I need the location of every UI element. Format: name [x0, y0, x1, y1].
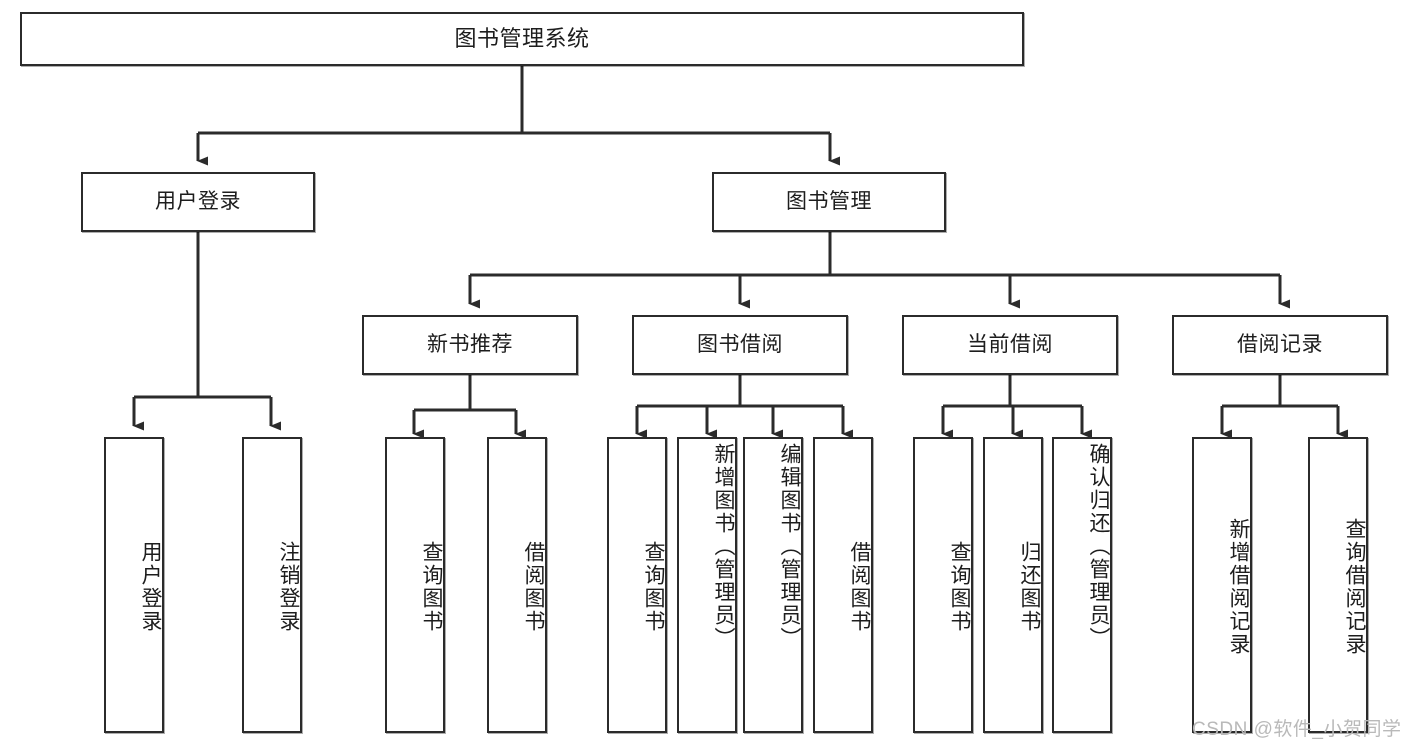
node-leaf-user-login[interactable]: 用户登录 — [104, 437, 164, 733]
node-leaf-query-book-borrow[interactable]: 查询图书 — [607, 437, 667, 733]
node-book-borrow[interactable]: 图书借阅 — [632, 315, 848, 375]
csdn-watermark: CSDN @软件_小贺同学 — [1192, 719, 1402, 740]
node-leaf-query-borrow-record[interactable]: 查询借阅记录 — [1308, 437, 1368, 733]
node-leaf-borrow-book-recommend[interactable]: 借阅图书 — [487, 437, 547, 733]
node-label: 新增图书（管理员） — [712, 443, 735, 650]
node-book-management[interactable]: 图书管理 — [712, 172, 946, 232]
node-leaf-borrow-book[interactable]: 借阅图书 — [813, 437, 873, 733]
node-leaf-add-book-admin[interactable]: 新增图书（管理员） — [677, 437, 737, 733]
node-label: 查询图书 — [948, 541, 971, 633]
node-borrow-record[interactable]: 借阅记录 — [1172, 315, 1388, 375]
node-label: 注销登录 — [277, 541, 300, 633]
node-leaf-confirm-return-admin[interactable]: 确认归还（管理员） — [1052, 437, 1112, 733]
node-leaf-query-book-recommend[interactable]: 查询图书 — [385, 437, 445, 733]
node-label: 编辑图书（管理员） — [778, 443, 801, 650]
node-new-book-recommend[interactable]: 新书推荐 — [362, 315, 578, 375]
node-label: 图书管理 — [786, 189, 872, 213]
node-leaf-query-book-current[interactable]: 查询图书 — [913, 437, 973, 733]
node-label: 归还图书 — [1018, 541, 1041, 633]
node-label: 新增借阅记录 — [1227, 518, 1250, 656]
node-label: 新书推荐 — [427, 332, 513, 356]
node-label: 查询图书 — [420, 541, 443, 633]
node-label: 借阅图书 — [848, 541, 871, 633]
node-leaf-return-book[interactable]: 归还图书 — [983, 437, 1043, 733]
node-label: 查询借阅记录 — [1343, 518, 1366, 656]
node-label: 当前借阅 — [967, 332, 1053, 356]
node-label: 图书管理系统 — [454, 26, 590, 52]
node-current-borrow[interactable]: 当前借阅 — [902, 315, 1118, 375]
node-label: 图书借阅 — [697, 332, 783, 356]
node-leaf-add-borrow-record[interactable]: 新增借阅记录 — [1192, 437, 1252, 733]
node-label: 查询图书 — [642, 541, 665, 633]
node-label: 用户登录 — [139, 541, 162, 633]
node-label: 用户登录 — [155, 189, 241, 213]
node-root-book-management-system[interactable]: 图书管理系统 — [20, 12, 1024, 66]
node-label: 借阅图书 — [522, 541, 545, 633]
node-leaf-edit-book-admin[interactable]: 编辑图书（管理员） — [743, 437, 803, 733]
node-label: 借阅记录 — [1237, 332, 1323, 356]
node-label: 确认归还（管理员） — [1087, 443, 1110, 650]
node-leaf-logout[interactable]: 注销登录 — [242, 437, 302, 733]
node-user-login[interactable]: 用户登录 — [81, 172, 315, 232]
